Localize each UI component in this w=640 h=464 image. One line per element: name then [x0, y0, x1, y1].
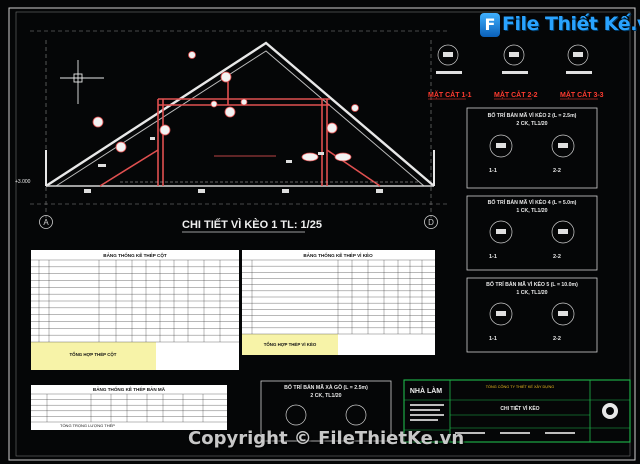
svg-text:1 CK, TL1/20: 1 CK, TL1/20 [516, 208, 547, 214]
center-lines [30, 30, 450, 218]
svg-text:BỐ TRÍ BẢN MÃ XÀ GỒ (L = 2.5m): BỐ TRÍ BẢN MÃ XÀ GỒ (L = 2.5m) [284, 383, 368, 391]
section-label-2: MẶT CẮT 2-2 [494, 90, 538, 99]
svg-text:TỔNG HỢP THÉP VÌ KÈO: TỔNG HỢP THÉP VÌ KÈO [264, 342, 317, 347]
elevation-label: +3.000 [15, 179, 31, 185]
svg-text:NHÀ LÀM: NHÀ LÀM [410, 386, 442, 395]
truss-elevation [45, 41, 435, 188]
svg-text:D: D [428, 218, 434, 227]
section-label-1: MẶT CẮT 1-1 [428, 90, 472, 99]
svg-text:CHI TIẾT VÌ KÈO: CHI TIẾT VÌ KÈO [500, 404, 539, 412]
svg-text:A: A [43, 218, 49, 227]
table-steel-truss: BẢNG THỐNG KÊ THÉP VÌ KÈO TỔNG HỢP THÉP … [242, 250, 435, 355]
truss-detail-markers [92, 51, 359, 162]
svg-text:2-2: 2-2 [553, 168, 561, 174]
dimension-marks [84, 137, 383, 193]
sheet-frame [8, 7, 636, 461]
detail-panel-3: BỐ TRÍ BẢN MÃ VÌ KÈO 5 (L = 10.0m) 1 CK,… [466, 277, 598, 353]
crosshair-cursor-icon [60, 60, 104, 104]
table-steel-plate: BẢNG THỐNG KÊ THÉP BẢN MÃ TỔNG TRỌNG LƯỢ… [31, 385, 227, 430]
svg-text:1-1: 1-1 [489, 168, 497, 174]
detail-panel-1: BỐ TRÍ BẢN MÃ VÌ KÈO 2 (L = 2.5m) 2 CK, … [466, 107, 598, 189]
svg-text:1-1: 1-1 [489, 254, 497, 260]
svg-text:TỔNG CÔNG TY THIẾT KẾ XÂY DỰNG: TỔNG CÔNG TY THIẾT KẾ XÂY DỰNG [486, 384, 555, 389]
svg-text:BỐ TRÍ BẢN MÃ VÌ KÈO 4 (L = 5.: BỐ TRÍ BẢN MÃ VÌ KÈO 4 (L = 5.0m) [488, 198, 577, 206]
drawing-title: CHI TIẾT VÌ KÈO 1 TL: 1/25 [182, 218, 322, 231]
svg-text:2-2: 2-2 [553, 336, 561, 342]
detail-panel-2: BỐ TRÍ BẢN MÃ VÌ KÈO 4 (L = 5.0m) 1 CK, … [466, 195, 598, 271]
axis-marker-d: D [424, 215, 438, 229]
filethietke-logo[interactable]: F File Thiết Kế.vn [478, 10, 640, 44]
svg-text:BỐ TRÍ BẢN MÃ VÌ KÈO 5 (L = 10: BỐ TRÍ BẢN MÃ VÌ KÈO 5 (L = 10.0m) [486, 280, 578, 288]
axis-marker-a: A [39, 215, 53, 229]
inner-frame [15, 11, 631, 457]
svg-text:TỔNG TRỌNG LƯỢNG THÉP: TỔNG TRỌNG LƯỢNG THÉP [60, 423, 115, 428]
title-block: TỔNG CÔNG TY THIẾT KẾ XÂY DỰNG NHÀ LÀM C… [403, 379, 631, 443]
copyright-watermark: Copyright © FileThietKe.vn [188, 428, 465, 449]
svg-text:BẢNG THỐNG KÊ THÉP BẢN MÃ: BẢNG THỐNG KÊ THÉP BẢN MÃ [93, 385, 166, 392]
table-steel-column: BẢNG THỐNG KÊ THÉP CỘT TỔNG HỢP THÉP CỘT [31, 250, 239, 370]
svg-text:BẢNG THỐNG KÊ THÉP VÌ KÈO: BẢNG THỐNG KÊ THÉP VÌ KÈO [303, 251, 373, 258]
svg-text:1 CK, TL1/20: 1 CK, TL1/20 [516, 290, 547, 296]
section-label-3: MẶT CẮT 3-3 [560, 90, 604, 99]
section-details: MẶT CẮT 1-1 MẶT CẮT 2-2 MẶT CẮT 3-3 [428, 44, 604, 100]
detail-panel-4: BỐ TRÍ BẢN MÃ XÀ GỒ (L = 2.5m) 2 CK, TL1… [260, 380, 392, 442]
svg-text:1-1: 1-1 [489, 336, 497, 342]
logo-badge-icon: F [480, 13, 500, 37]
svg-text:2 CK, TL1/20: 2 CK, TL1/20 [516, 121, 547, 127]
svg-text:BỐ TRÍ BẢN MÃ VÌ KÈO 2 (L = 2.: BỐ TRÍ BẢN MÃ VÌ KÈO 2 (L = 2.5m) [488, 111, 577, 119]
svg-text:2 CK, TL1/20: 2 CK, TL1/20 [310, 393, 341, 399]
svg-text:BẢNG THỐNG KÊ THÉP CỘT: BẢNG THỐNG KÊ THÉP CỘT [103, 251, 167, 258]
svg-text:TỔNG HỢP THÉP CỘT: TỔNG HỢP THÉP CỘT [69, 352, 116, 357]
svg-text:2-2: 2-2 [553, 254, 561, 260]
logo-text: File Thiết Kế.vn [502, 13, 640, 35]
